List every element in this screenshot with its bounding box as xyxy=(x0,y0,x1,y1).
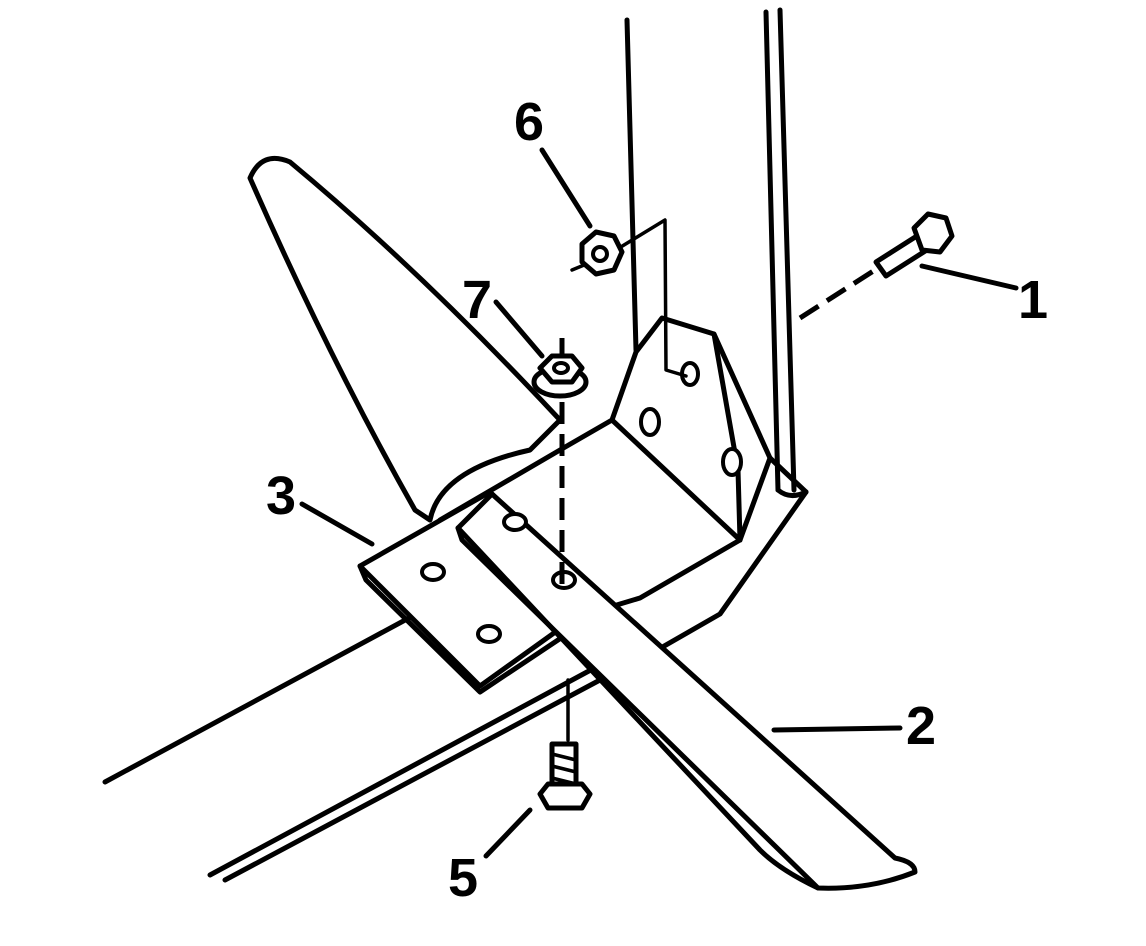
flange-nut-part-6 xyxy=(579,229,625,277)
bolt-part-5 xyxy=(537,741,593,811)
callout-2: 2 xyxy=(906,696,936,756)
leader-7 xyxy=(493,299,545,359)
leader-3 xyxy=(299,501,375,547)
callout-3: 3 xyxy=(266,466,296,526)
callout-6: 6 xyxy=(514,92,544,152)
frame-rails xyxy=(102,609,618,883)
curved-handle xyxy=(247,156,563,523)
leader-1 xyxy=(919,263,1019,291)
strap-part-2 xyxy=(455,491,918,891)
bolt-part-1 xyxy=(873,211,955,279)
callout-7: 7 xyxy=(462,270,492,330)
leader-5 xyxy=(483,807,533,859)
callout-1: 1 xyxy=(1018,270,1048,330)
upright-channel xyxy=(624,7,809,498)
flange-nut-part-7 xyxy=(531,353,589,399)
assembly-line-bolt1 xyxy=(798,265,880,321)
leader-6 xyxy=(539,147,593,229)
leader-2 xyxy=(771,725,903,733)
callout-5: 5 xyxy=(448,848,478,908)
leader-lines xyxy=(299,147,1019,859)
